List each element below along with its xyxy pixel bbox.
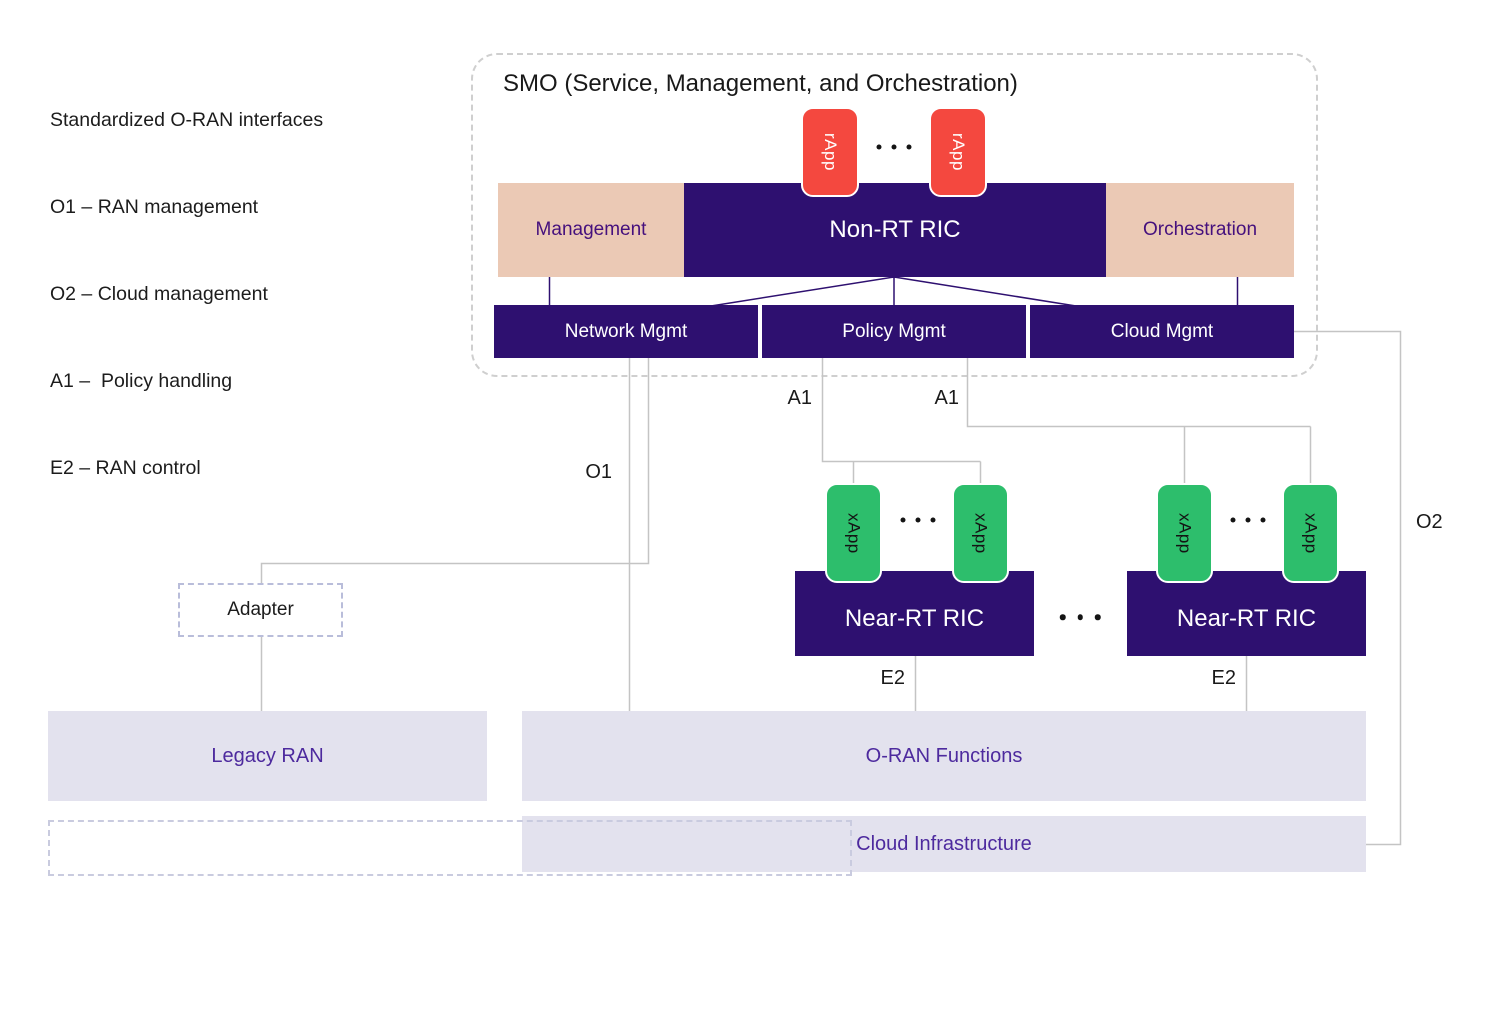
orchestration-label: Orchestration: [1142, 219, 1258, 240]
o2-label: O2: [1416, 511, 1443, 533]
xapp-chip: xApp: [1156, 483, 1213, 583]
cloud-mgmt-label: Cloud Mgmt: [1110, 320, 1214, 342]
e2-left-label: E2: [880, 667, 905, 689]
e2-right-label: E2: [1211, 667, 1236, 689]
cloud-infrastructure-label: Cloud Infrastructure: [856, 832, 1032, 855]
management-label: Management: [535, 219, 647, 240]
legend-title: Standardized O-RAN interfaces: [50, 109, 324, 131]
legacy-ran-box: Legacy RAN: [48, 711, 487, 801]
near-rt-ric-label: Near-RT RIC: [844, 604, 985, 632]
nonrt-fan-connector: [710, 276, 1077, 307]
policy-mgmt-label: Policy Mgmt: [842, 320, 946, 342]
oran-functions-box: O-RAN Functions: [522, 711, 1366, 801]
ellipsis-icon: [1059, 614, 1101, 620]
a1-right-label: A1: [934, 387, 959, 409]
network-mgmt-label: Network Mgmt: [564, 320, 688, 342]
ellipsis-icon: [900, 517, 936, 523]
legend-item-a1: A1 – Policy handling: [50, 370, 233, 392]
interface-legend: Standardized O-RAN interfaces O1 – RAN m…: [50, 48, 323, 541]
o2-line: [1294, 330, 1402, 846]
near-rt-ric-label: Near-RT RIC: [1176, 604, 1317, 632]
rapp-label: rApp: [949, 133, 968, 171]
adapter-box: Adapter: [178, 583, 343, 637]
xapp-chip: xApp: [1282, 483, 1339, 583]
adapter-label: Adapter: [227, 599, 294, 620]
non-rt-ric-label: Non-RT RIC: [829, 216, 961, 243]
xapp-label: xApp: [844, 512, 864, 554]
xapp-label: xApp: [1175, 512, 1195, 554]
o1-label: O1: [585, 461, 612, 483]
a1-right-line: [966, 358, 1312, 490]
xapp-chip: xApp: [952, 483, 1009, 583]
xapp-label: xApp: [971, 512, 991, 554]
xapp-label: xApp: [1301, 512, 1321, 554]
orchestration-box: Orchestration: [1106, 183, 1294, 277]
policy-mgmt-box: Policy Mgmt: [762, 305, 1026, 358]
legend-item-o2: O2 – Cloud management: [50, 283, 268, 305]
a1-left-label: A1: [787, 387, 812, 409]
management-box: Management: [498, 183, 684, 277]
legend-item-o1: O1 – RAN management: [50, 196, 259, 218]
rapp-chip: rApp: [929, 107, 987, 197]
oran-functions-label: O-RAN Functions: [865, 744, 1023, 767]
ellipsis-icon: [1230, 517, 1266, 523]
cloud-mgmt-box: Cloud Mgmt: [1030, 305, 1294, 358]
rapp-label: rApp: [821, 133, 840, 171]
network-mgmt-box: Network Mgmt: [494, 305, 758, 358]
ellipsis-icon: [876, 144, 912, 150]
near-rt-ric-box: Near-RT RIC: [1127, 571, 1366, 656]
smo-container: [471, 53, 1318, 377]
near-rt-ric-box: Near-RT RIC: [795, 571, 1034, 656]
xapp-chip: xApp: [825, 483, 882, 583]
cloud-infrastructure-box: Cloud Infrastructure: [522, 816, 1366, 872]
non-rt-ric-box: Non-RT RIC: [684, 183, 1106, 277]
smo-title: SMO (Service, Management, and Orchestrat…: [503, 70, 1018, 97]
legacy-ran-label: Legacy RAN: [211, 744, 324, 767]
cloud-infrastructure-dashed-extension: [48, 820, 852, 876]
legend-item-e2: E2 – RAN control: [50, 457, 201, 479]
rapp-chip: rApp: [801, 107, 859, 197]
a1-left-line: [821, 358, 982, 490]
o1-adapter-line: [260, 358, 650, 583]
